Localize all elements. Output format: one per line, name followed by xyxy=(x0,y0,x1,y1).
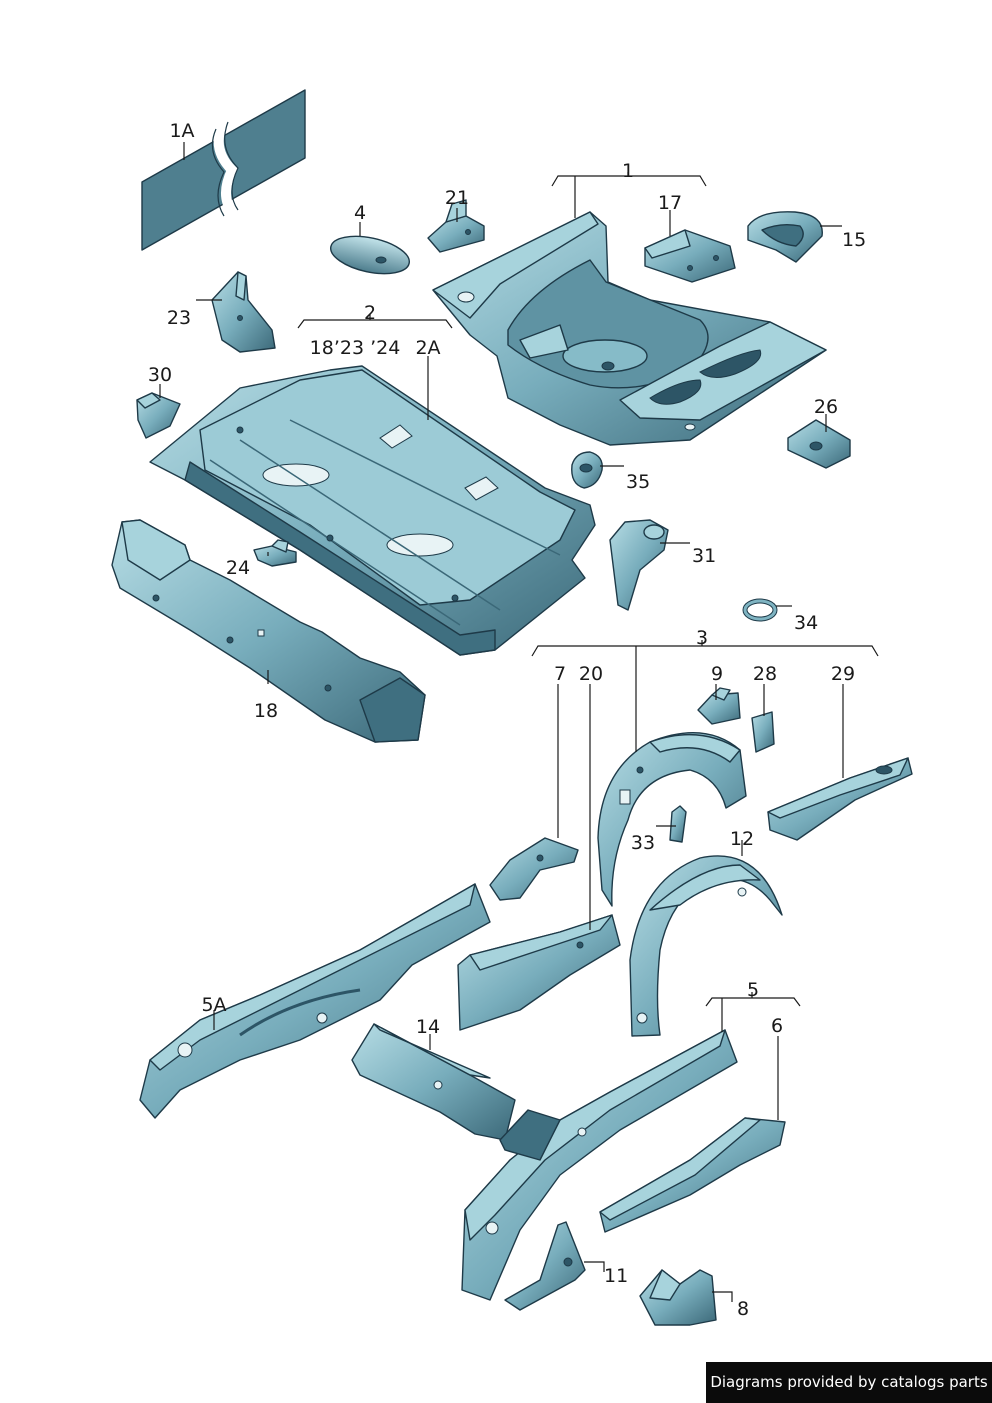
callout-label: 1A xyxy=(169,120,194,142)
part-5-rear-side-member xyxy=(461,1029,738,1301)
part-1-rear-floor-pan xyxy=(432,211,827,446)
part-17-bracket xyxy=(644,229,736,283)
part-5a-side-member xyxy=(139,883,491,1119)
callout-label: 7 xyxy=(554,663,566,685)
callout-label: 2 xyxy=(364,302,376,324)
callout-label: 18 xyxy=(254,700,278,722)
part-30-bracket xyxy=(136,392,181,439)
part-29-rail xyxy=(767,757,913,841)
callout-label: 28 xyxy=(753,663,777,685)
callout-label: 8 xyxy=(737,1298,749,1320)
part-9-bracket xyxy=(697,687,741,725)
part-4-cover xyxy=(330,235,410,275)
part-26-bracket xyxy=(787,419,851,469)
credit-banner: Diagrams provided by catalogs parts xyxy=(706,1362,992,1403)
callout-label: 23 xyxy=(167,307,191,329)
part-18-cross-member xyxy=(111,519,426,743)
callout-label: 24 xyxy=(226,557,250,579)
part-7-bracket xyxy=(489,837,579,901)
part-21-bracket xyxy=(427,199,485,253)
part-14-cross-member xyxy=(351,1023,516,1141)
callout-label: 2A xyxy=(415,337,440,359)
callout-label: 35 xyxy=(626,471,650,493)
callout-label: 30 xyxy=(148,364,172,386)
part-8-bracket xyxy=(639,1269,717,1326)
part-11-bracket xyxy=(504,1221,586,1311)
part-24-clip xyxy=(253,539,297,567)
part-6-rail xyxy=(599,1117,786,1233)
part-33-bracket xyxy=(669,805,687,843)
part-12-wheel-housing xyxy=(629,855,783,1037)
callout-label: 3 xyxy=(696,627,708,649)
part-1a-sheet xyxy=(141,89,306,251)
callout-label: 5A xyxy=(201,994,226,1016)
callout-label: 18’23 ’24 xyxy=(310,337,401,359)
callout-label: 14 xyxy=(416,1016,440,1038)
callout-label: 5 xyxy=(747,979,759,1001)
leader-lines xyxy=(159,142,879,1302)
part-34-grommet xyxy=(742,598,778,622)
part-15-cup xyxy=(747,211,823,263)
callout-labels: 1A 1 21 4 17 15 23 2 18’23 ’24 2A 30 26 … xyxy=(148,120,866,1320)
callout-label: 12 xyxy=(730,828,754,850)
callout-label: 4 xyxy=(354,202,366,224)
part-35-bump-stop xyxy=(571,451,603,489)
callout-label: 6 xyxy=(771,1015,783,1037)
part-31-strut-mount xyxy=(609,519,669,611)
callout-label: 20 xyxy=(579,663,603,685)
part-3-wheel-arch xyxy=(597,732,747,907)
callout-label: 29 xyxy=(831,663,855,685)
callout-label: 31 xyxy=(692,545,716,567)
part-20-panel xyxy=(457,914,621,1031)
callout-label: 1 xyxy=(622,160,634,182)
part-23-bracket xyxy=(211,271,276,353)
callout-label: 33 xyxy=(631,832,655,854)
part-2-main-floor xyxy=(149,365,596,656)
callout-label: 15 xyxy=(842,229,866,251)
callout-label: 26 xyxy=(814,396,838,418)
callout-label: 34 xyxy=(794,612,818,634)
callout-label: 11 xyxy=(604,1265,628,1287)
callout-label: 17 xyxy=(658,192,682,214)
callout-label: 21 xyxy=(445,187,469,209)
part-28-bracket xyxy=(751,711,775,753)
callout-label: 9 xyxy=(711,663,723,685)
